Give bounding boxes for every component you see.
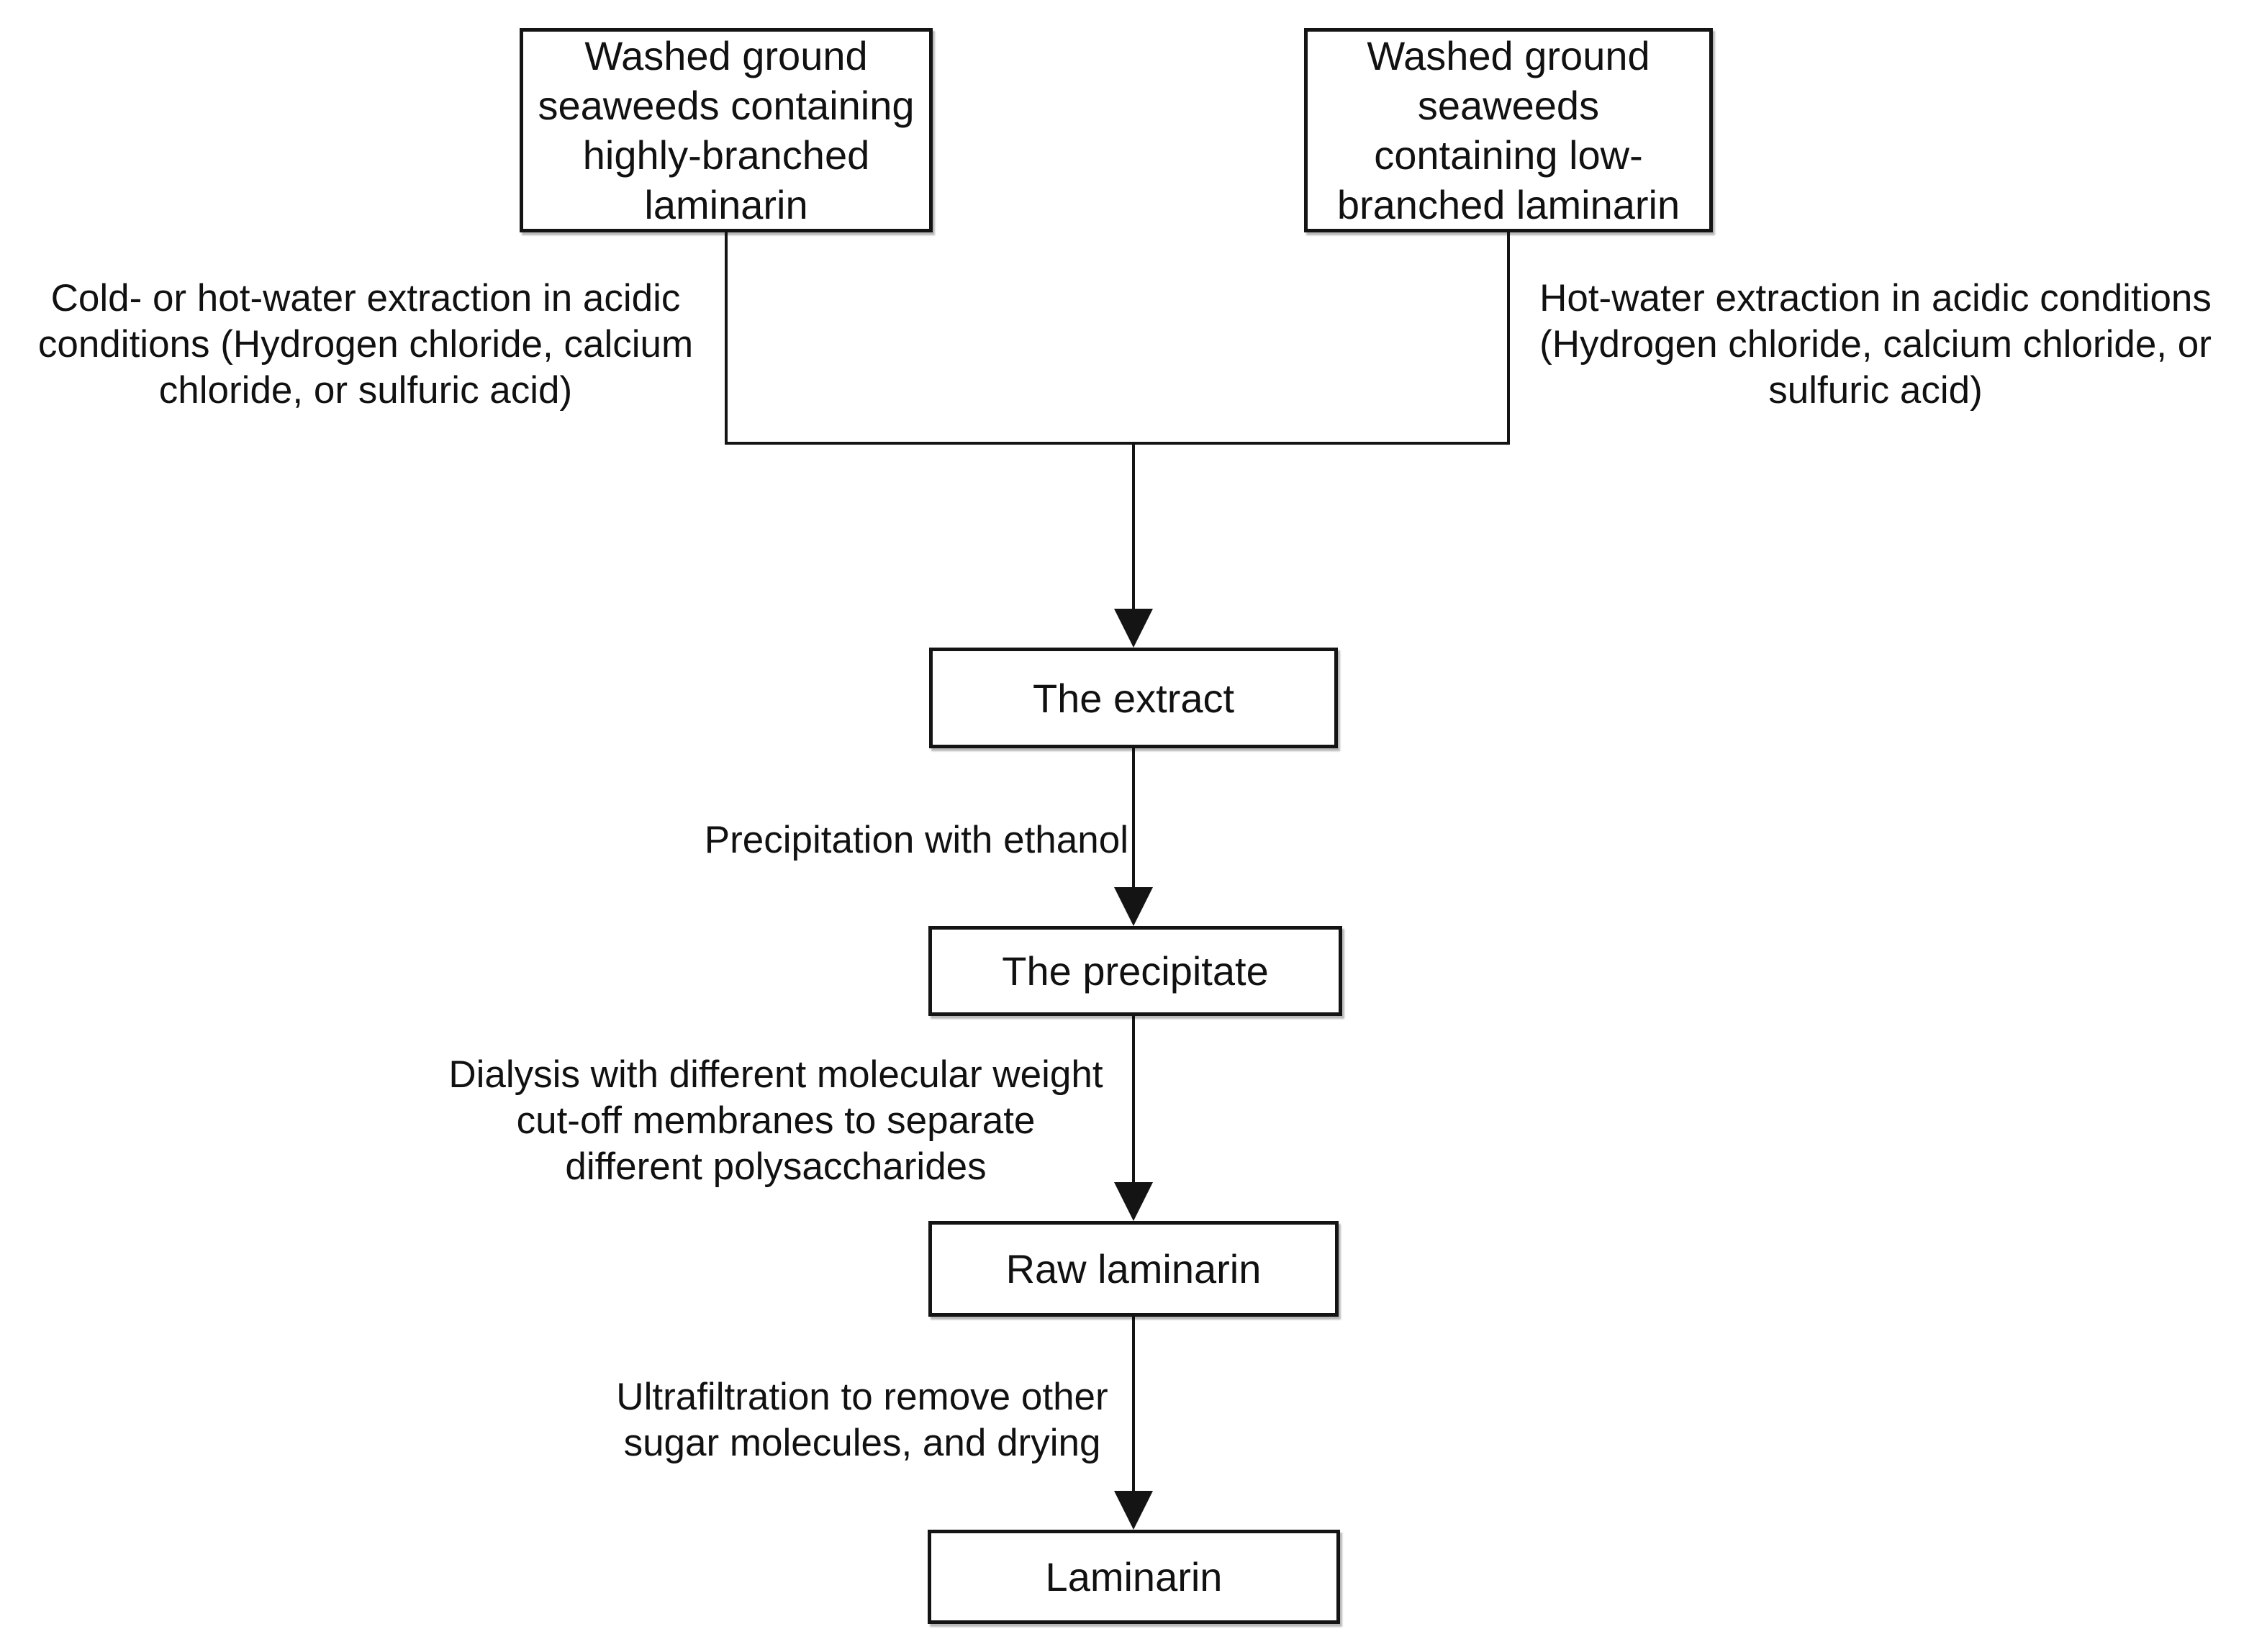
- node-raw-laminarin: Raw laminarin: [928, 1221, 1339, 1317]
- annotation-ultrafiltration-drying: Ultrafiltration to remove other sugar mo…: [616, 1376, 1108, 1464]
- node-washed-seaweeds-highly-branched: Washed ground seaweeds containing highly…: [520, 28, 933, 232]
- node-laminarin: Laminarin: [928, 1530, 1340, 1624]
- connector-to-raw-laminarin: [1132, 1016, 1135, 1186]
- annotation-dialysis-membranes: Dialysis with different molecular weight…: [448, 1053, 1103, 1188]
- connector-merge-horizontal: [725, 442, 1510, 445]
- node-the-extract: The extract: [929, 648, 1338, 748]
- annotation-right-extraction-conditions: Hot-water extraction in acidic condition…: [1539, 277, 2212, 412]
- connector-to-precipitate: [1132, 748, 1135, 892]
- connector-to-laminarin: [1132, 1317, 1135, 1495]
- connector-to-extract: [1132, 443, 1135, 612]
- arrowhead-down-icon: [1114, 1182, 1153, 1221]
- annotation-precipitation-ethanol: Precipitation with ethanol: [704, 819, 1128, 861]
- node-washed-seaweeds-low-branched: Washed ground seaweeds containing low- b…: [1304, 28, 1713, 232]
- connector-right-box-down: [1507, 232, 1510, 445]
- connector-left-box-down: [725, 232, 728, 445]
- arrowhead-down-icon: [1114, 609, 1153, 648]
- arrowhead-down-icon: [1114, 1491, 1153, 1530]
- arrowhead-down-icon: [1114, 887, 1153, 926]
- node-the-precipitate: The precipitate: [928, 926, 1342, 1016]
- annotation-left-extraction-conditions: Cold- or hot-water extraction in acidic …: [37, 277, 694, 412]
